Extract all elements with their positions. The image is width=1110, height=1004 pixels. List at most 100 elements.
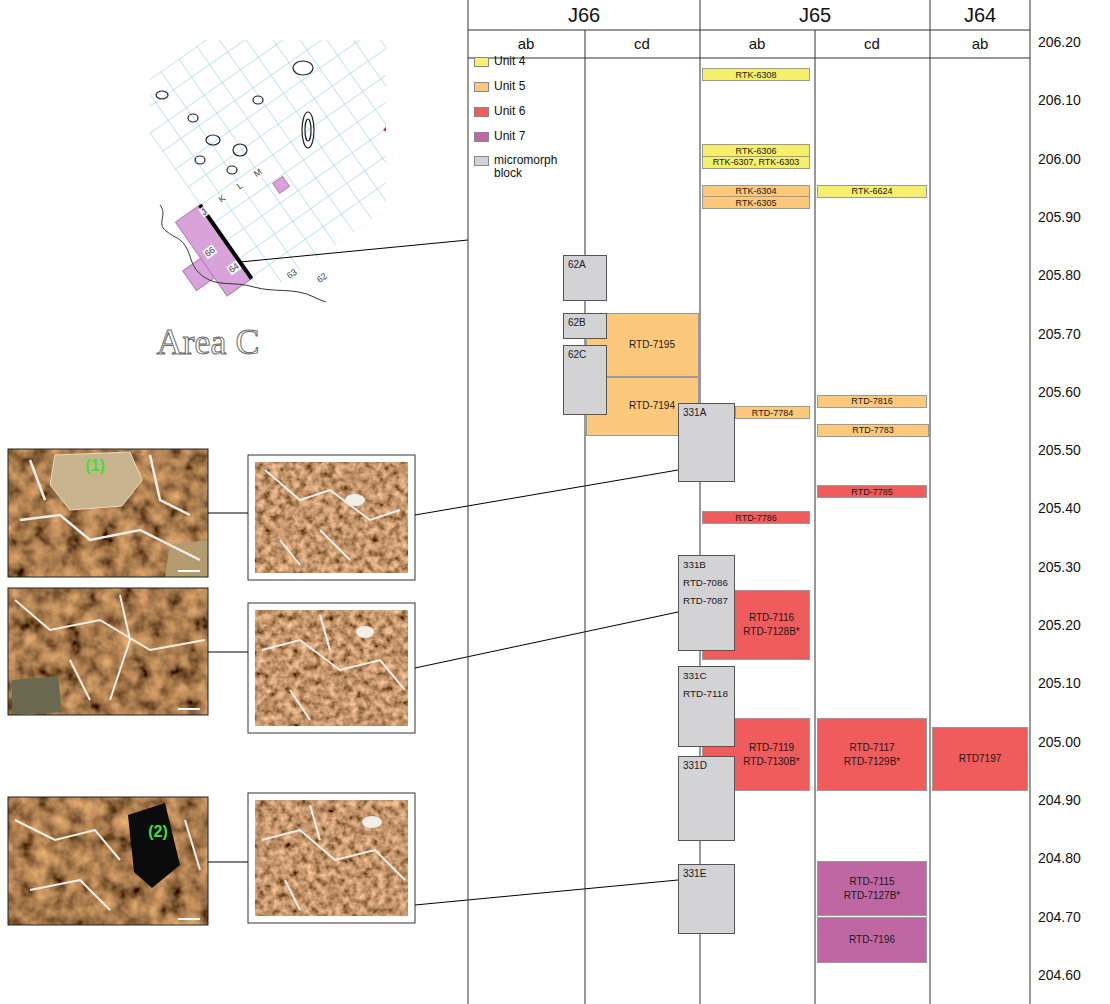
label-anchor: 62 — [314, 270, 330, 285]
column-line — [1030, 0, 1031, 1004]
label-anchor: J — [198, 206, 209, 218]
map-marker — [383, 121, 386, 134]
sample-id: RTD-7194 — [629, 400, 675, 412]
legend-text: Unit 5 — [494, 80, 574, 93]
sample-id: RTD-7129B* — [844, 756, 901, 768]
sample-id: RTD-7119 — [749, 742, 794, 754]
elevation-value: 205.10 — [1038, 675, 1081, 691]
column-header: ab — [749, 35, 766, 52]
callout-number: (1) — [85, 457, 105, 475]
sample-id: RTD-7816 — [851, 396, 892, 406]
micrograph — [8, 449, 208, 577]
void — [265, 470, 400, 565]
mineral-grain — [12, 676, 62, 715]
legend-swatch — [474, 82, 489, 92]
contour — [293, 61, 313, 75]
micromorph-block: 62C — [563, 345, 607, 415]
photo-frame — [8, 797, 208, 925]
elevation-value: 204.60 — [1038, 967, 1081, 983]
sample-id: RTK-6308 — [736, 70, 777, 80]
contour — [156, 91, 168, 99]
label-anchor: J65 — [799, 4, 831, 27]
label-anchor: 205.80 — [1038, 267, 1081, 283]
grid-squares — [150, 40, 386, 295]
sample-id: RTD-7784 — [752, 408, 793, 418]
thin-section — [248, 793, 415, 923]
micrograph — [8, 797, 208, 925]
sample-bar: RTD-7784 — [735, 406, 810, 419]
legend-row: Unit 5 — [474, 82, 554, 95]
sample-id: 62A — [568, 259, 586, 271]
sample-id: RTK-6305 — [736, 198, 777, 208]
sample-id: 331D — [683, 760, 707, 772]
elevation-value: 205.80 — [1038, 267, 1081, 283]
label-anchor: M — [251, 166, 265, 180]
label-anchor: 205.30 — [1038, 559, 1081, 575]
mineral-grain — [50, 452, 142, 510]
sample-id: RTD-7196 — [849, 934, 895, 946]
slide-frame — [248, 455, 415, 580]
label-anchor: 63 — [284, 266, 300, 281]
sampled-square — [273, 176, 290, 193]
thin-section — [248, 455, 415, 580]
legend-swatch — [474, 132, 489, 142]
micromorph-block: 331A — [678, 403, 735, 482]
scale-bar — [178, 918, 200, 920]
label-anchor: 205.90 — [1038, 209, 1081, 225]
scale-bar — [178, 570, 200, 572]
sample-id: RTD-7127B* — [844, 890, 901, 902]
label-anchor: K — [216, 192, 228, 205]
contour — [305, 119, 311, 141]
leader-line — [208, 862, 248, 863]
void-crack — [20, 455, 200, 560]
slide-frame — [248, 793, 415, 923]
elevation-value: 205.00 — [1038, 734, 1081, 750]
sample-id: 331E — [683, 868, 706, 880]
sample-id: RTD-7116 — [749, 612, 794, 624]
grid-label: K — [216, 192, 228, 205]
contour — [195, 156, 205, 164]
label-anchor: J64 — [964, 4, 996, 27]
label-anchor: (2) — [148, 823, 168, 841]
contour — [227, 166, 237, 174]
column-header: cd — [864, 35, 880, 52]
sample-id: RTK-6307, RTK-6303 — [713, 157, 800, 167]
label-anchor: J66 — [568, 4, 600, 27]
row-line — [468, 58, 1030, 59]
sample-bar: RTD-7786 — [702, 511, 810, 524]
grid-label: 66 — [202, 244, 218, 259]
sample-id: RTD-7128B* — [743, 626, 800, 638]
rock-contours — [156, 61, 314, 174]
sample-id: 62B — [568, 317, 586, 329]
scale-bar — [178, 708, 200, 710]
label-anchor: 205.10 — [1038, 675, 1081, 691]
elevation-value: 204.70 — [1038, 908, 1081, 924]
legend-swatch — [474, 156, 489, 166]
void — [362, 816, 382, 828]
charcoal-grain — [128, 803, 180, 888]
void — [345, 494, 365, 506]
legend-text: Unit 7 — [494, 130, 574, 143]
sample-bar: RTD-7785 — [817, 485, 927, 498]
sample-id: 331C — [683, 670, 707, 682]
column-header: J66 — [568, 4, 600, 27]
void — [262, 615, 405, 720]
photo-ground — [8, 588, 208, 715]
void — [262, 805, 405, 910]
contour — [302, 112, 314, 148]
sample-bar: RTK-6308 — [702, 68, 810, 81]
slide-sample — [255, 610, 408, 726]
label-anchor: 204.80 — [1038, 850, 1081, 866]
row-line — [468, 30, 1030, 31]
label-anchor: cd — [634, 35, 650, 52]
elevation-value: 205.30 — [1038, 559, 1081, 575]
sample-id: 62C — [568, 349, 586, 361]
micromorph-block: 331BRTD-7086RTD-7087 — [678, 555, 735, 651]
label-anchor: ab — [518, 35, 535, 52]
label-anchor: ab — [749, 35, 766, 52]
elevation-value: 205.50 — [1038, 442, 1081, 458]
column-line — [585, 30, 586, 1004]
column-line — [815, 30, 816, 1004]
label-anchor: 204.70 — [1038, 908, 1081, 924]
sample-id: RTD7197 — [959, 753, 1002, 765]
